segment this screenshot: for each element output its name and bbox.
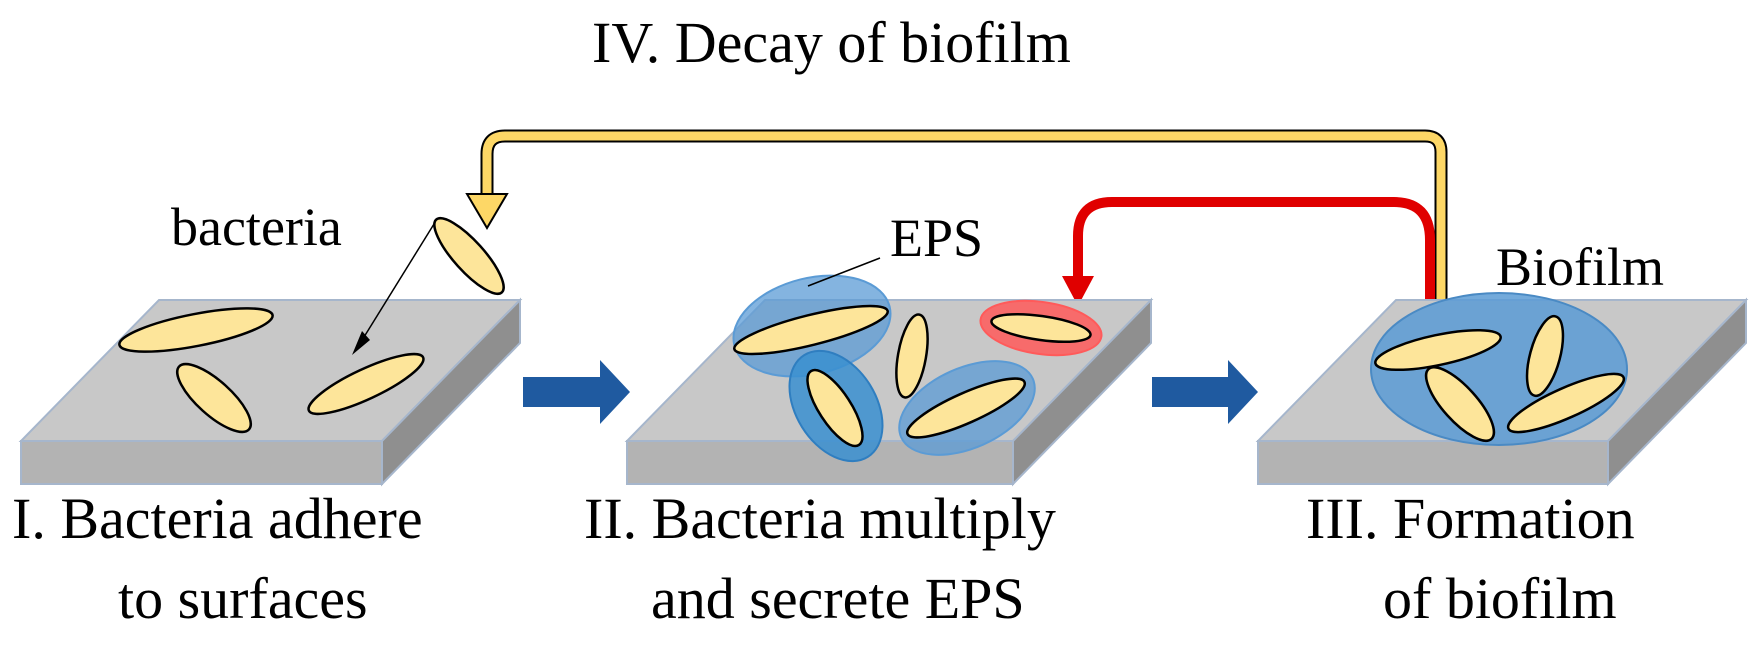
stage-2-bacteria [732, 257, 1103, 463]
bacterium [905, 377, 1027, 439]
step-arrow-2 [1152, 360, 1258, 424]
bacterium [176, 362, 252, 434]
bacterium [733, 304, 889, 356]
bacterium [307, 352, 425, 416]
bacteria-pointer-head [352, 331, 370, 355]
bacterium [1525, 314, 1565, 398]
stage-2-label-line2: and secrete EPS [651, 566, 1025, 631]
stage-3-biofilm [1370, 292, 1628, 446]
bacterium [1506, 372, 1626, 434]
stage-3-label-line2: of biofilm [1383, 566, 1617, 631]
bacteria-pointer-line [363, 223, 435, 338]
bacteria-label: bacteria [171, 197, 342, 257]
surface-plate-1 [18, 297, 523, 487]
bacterium [1374, 328, 1502, 372]
stage-1-label-line2: to surfaces [118, 566, 368, 631]
bacterium [990, 312, 1092, 344]
bacterium [118, 307, 274, 353]
step-arrow-1 [523, 360, 630, 424]
eps-pointer-line [807, 257, 881, 287]
stage-3-label-line1: III. Formation [1306, 486, 1635, 551]
decay-arrow-red [1062, 197, 1435, 336]
stage-1-label-line1: I. Bacteria adhere [12, 486, 423, 551]
stage-2-label-line1: II. Bacteria multiply [584, 486, 1056, 551]
bacterium-arriving [433, 216, 505, 296]
decay-arrow-yellow [465, 129, 1448, 336]
decay-title: IV. Decay of biofilm [592, 10, 1071, 75]
eps-label: EPS [890, 208, 983, 268]
biofilm-label: Biofilm [1496, 237, 1664, 297]
bacterium [806, 368, 864, 448]
bacterium [895, 313, 929, 399]
bacterium [1424, 366, 1496, 442]
stage-1-bacteria [118, 216, 505, 434]
